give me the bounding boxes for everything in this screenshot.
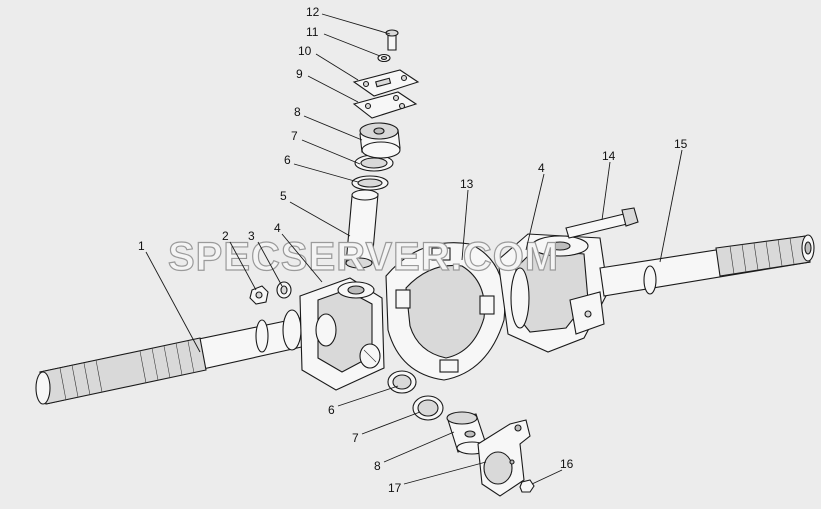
- washer-3: [276, 281, 292, 299]
- bracket-17: [477, 419, 531, 497]
- cover-10: [352, 69, 420, 97]
- pin-5: [345, 189, 379, 269]
- callout-5: 5: [280, 189, 287, 203]
- bearing-8-bottom: [446, 411, 488, 455]
- center-ring-13: [385, 242, 506, 381]
- leader-lines: [145, 13, 683, 485]
- right-fork-housing: [497, 233, 609, 353]
- bearing-8-top: [359, 122, 401, 159]
- left-fork-housing: [299, 277, 385, 391]
- seal-7-top: [354, 154, 394, 172]
- callout-4-left: 4: [274, 221, 281, 235]
- nut-16: [519, 479, 535, 493]
- callout-10: 10: [298, 44, 312, 58]
- watermark: SPECSERVER.COM: [168, 235, 559, 279]
- callout-labels: 1 2 3 4 5 6 7 8 9 10 11 12 13 4 14 15 6 …: [138, 5, 688, 495]
- callout-4-right: 4: [538, 161, 545, 175]
- callout-6-top: 6: [284, 153, 291, 167]
- bolt-12: [385, 29, 399, 51]
- callout-9: 9: [296, 67, 303, 81]
- callout-15: 15: [674, 137, 688, 151]
- callout-17: 17: [388, 481, 402, 495]
- callout-6-bottom: 6: [328, 403, 335, 417]
- callout-8-top: 8: [294, 105, 301, 119]
- nut-2: [249, 285, 269, 305]
- washer-11: [377, 53, 391, 63]
- callout-7-top: 7: [291, 129, 298, 143]
- callout-2: 2: [222, 229, 229, 243]
- callout-1: 1: [138, 239, 145, 253]
- left-shaft: [35, 309, 307, 405]
- ring-6-bottom: [387, 370, 417, 394]
- right-shaft: [599, 234, 815, 297]
- callout-11: 11: [306, 25, 319, 39]
- callout-8-bottom: 8: [374, 459, 381, 473]
- callout-12: 12: [306, 5, 320, 19]
- callout-13: 13: [460, 177, 474, 191]
- callout-16: 16: [560, 457, 574, 471]
- gasket-9: [352, 91, 418, 119]
- bolt-14: [565, 207, 639, 239]
- callout-3: 3: [248, 229, 255, 243]
- callout-7-bottom: 7: [352, 431, 359, 445]
- callout-14: 14: [602, 149, 616, 163]
- seal-7-bottom: [412, 395, 444, 421]
- ring-6-top: [351, 175, 389, 191]
